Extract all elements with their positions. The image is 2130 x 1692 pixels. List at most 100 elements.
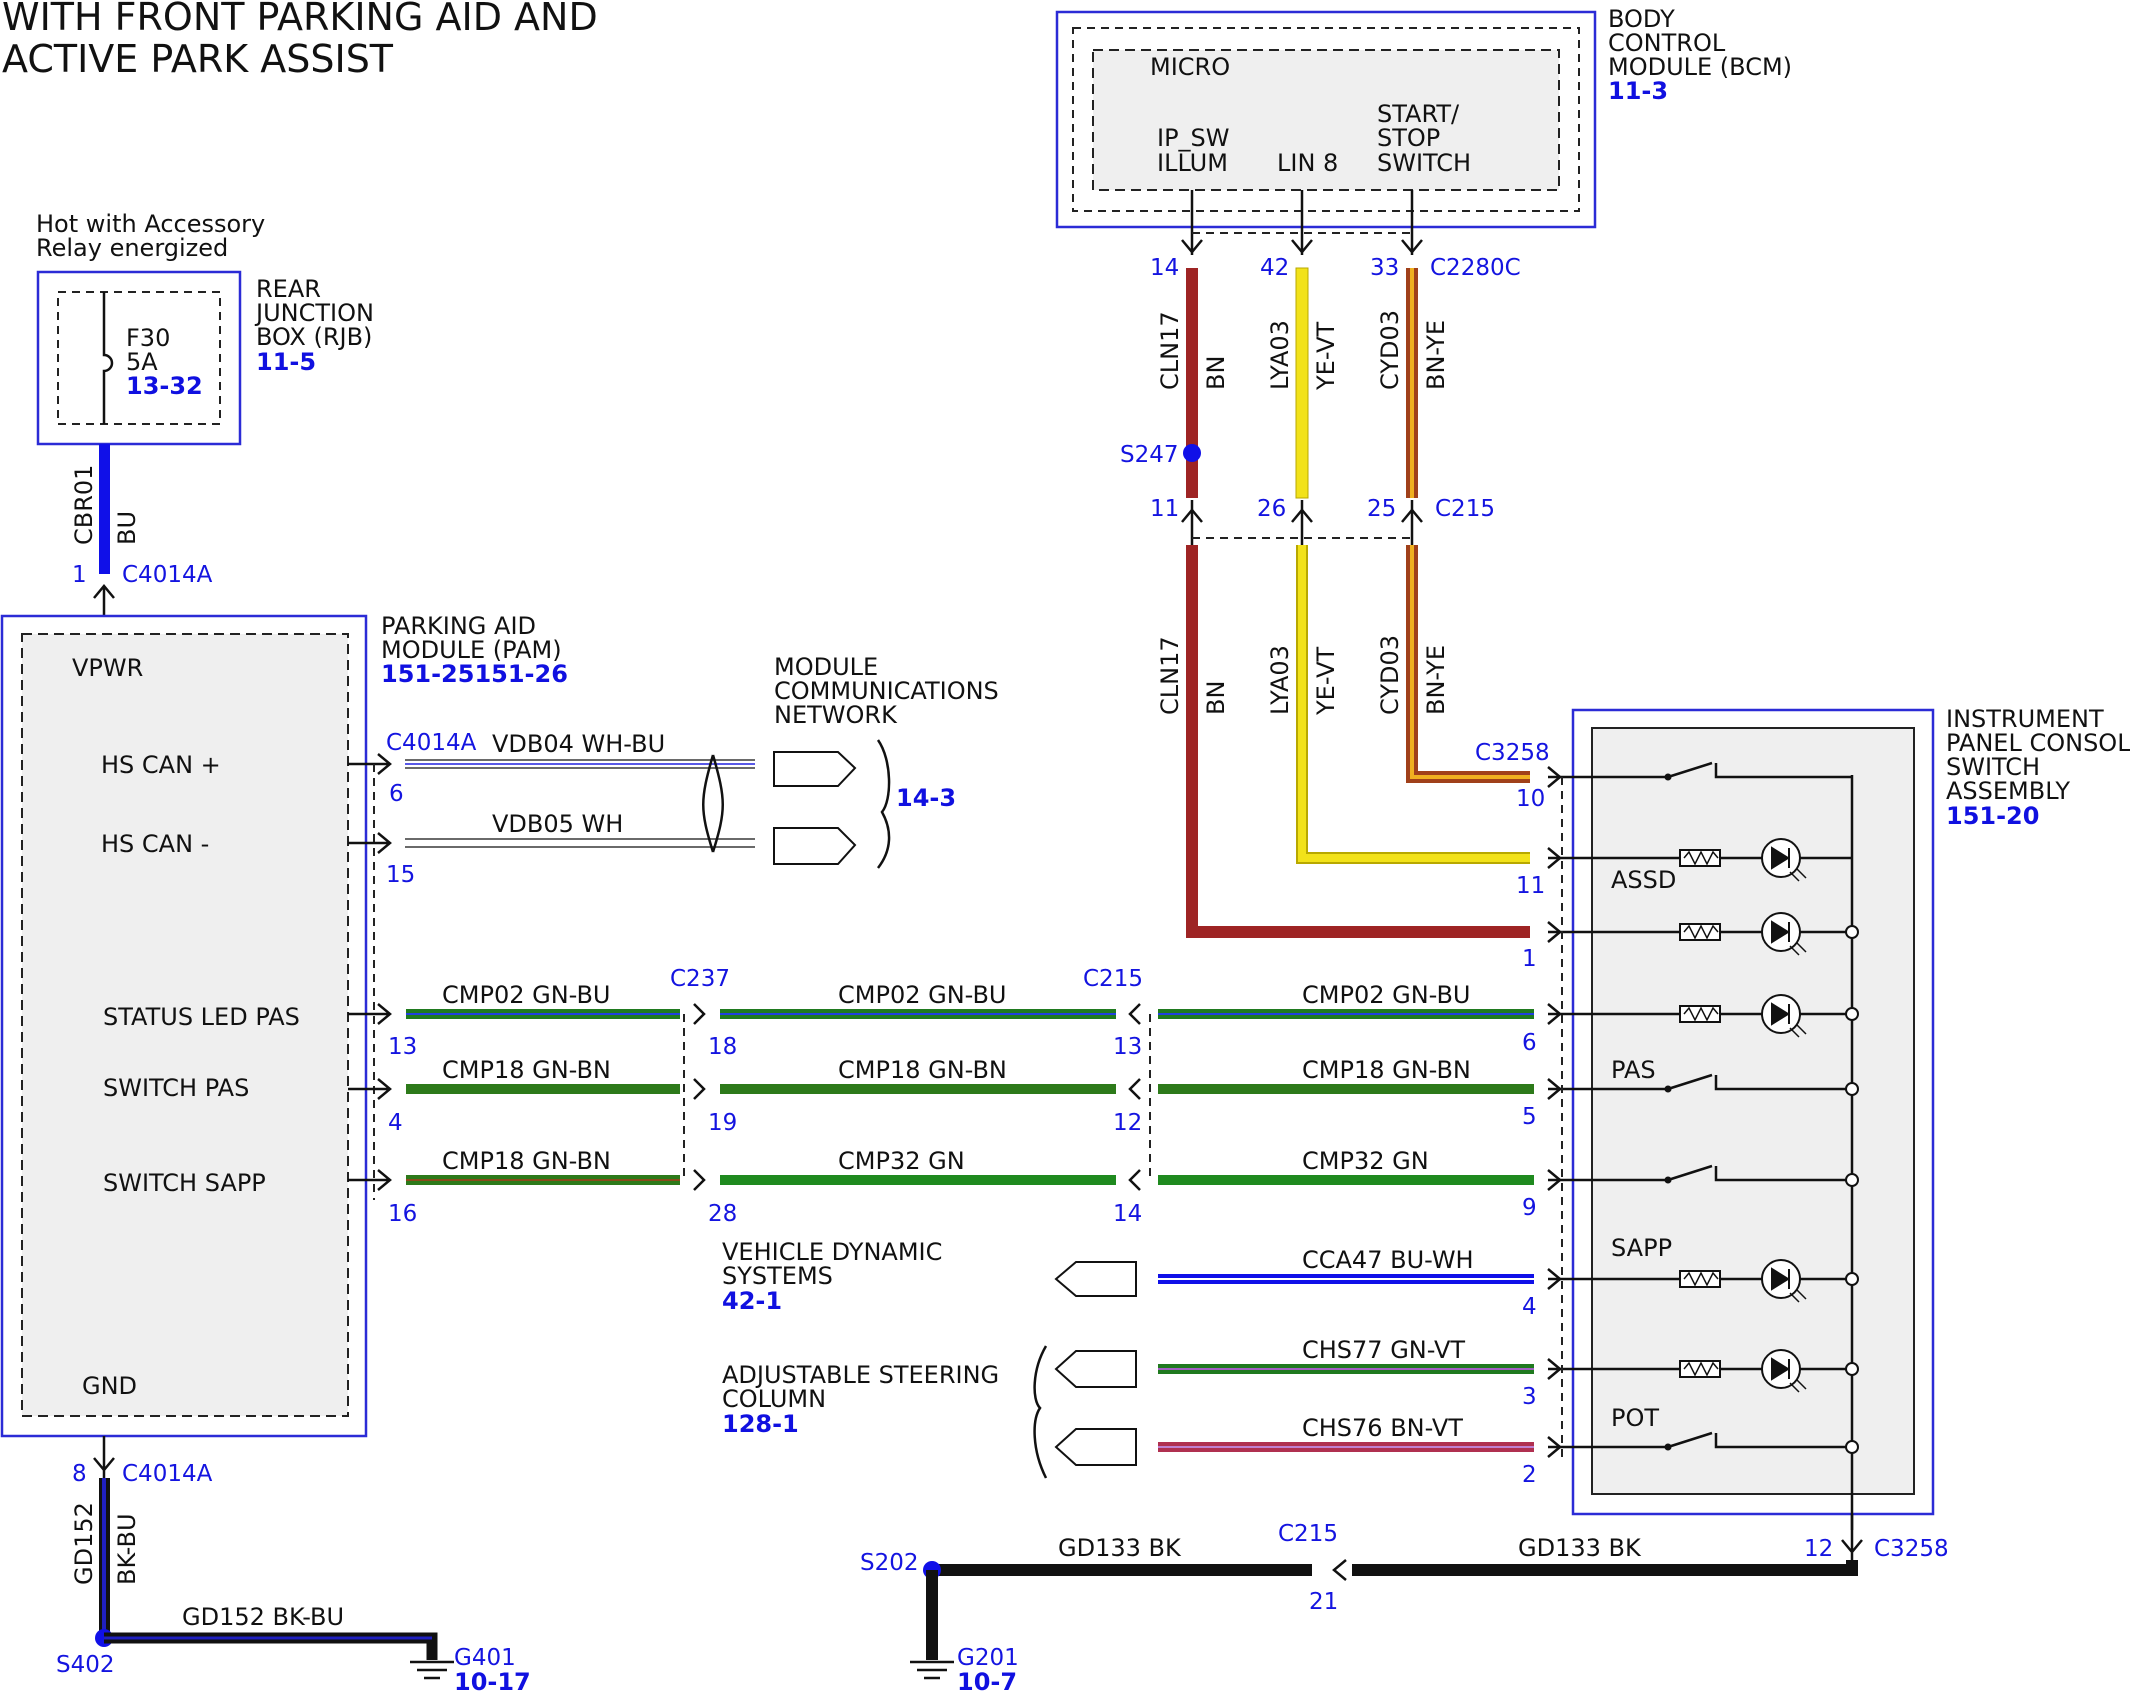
splice-s247-label: S247 [1120,442,1179,468]
vds-connector [1054,1261,1137,1297]
led-diode [1771,920,1790,944]
resistor-zigzag [1683,924,1719,940]
rjb-ref: 11-5 [256,348,316,376]
pin-11: 11 [1150,496,1179,522]
pin-13-pam: 13 [388,1034,417,1060]
pin-33: 33 [1370,255,1399,281]
pin-6-pam: 6 [389,781,404,807]
wire-label-gd133-r: GD133 BK [1518,1534,1642,1562]
switch-icon [1548,1073,1852,1091]
wire-label-cmp32-m: CMP32 GN [838,1147,965,1175]
led-diode [1771,1357,1790,1381]
led-light-rays [1789,868,1807,882]
bcm-pin-stop: STOP [1377,124,1440,152]
wire-lya03-top [1295,267,1309,499]
ipc-pin-arrow [1547,1169,1561,1191]
conn-c215-top: C215 [1435,496,1495,522]
switch-icon [1548,761,1852,779]
wire-cln17-top [1186,268,1198,498]
pam-switch-sapp: SWITCH SAPP [103,1169,266,1197]
conn-c4014a-can: C4014A [386,730,477,756]
wire-label-cln17-b: CLN17 [1156,636,1184,715]
wire-label-chs77: CHS77 GN-VT [1302,1336,1465,1364]
pin-42: 42 [1260,255,1289,281]
bcm-module: MICRO IP_SW ILLUM LIN 8 START/ STOP SWIT… [1055,10,1597,229]
pin-12-c3258: 12 [1804,1536,1833,1562]
wire-label-cbr01: CBR01 [70,465,98,545]
ipc-bus-node [1845,1007,1859,1021]
resistor-zigzag [1683,1271,1719,1287]
wire-label-bnye: BN-YE [1422,320,1450,390]
ipc-pin-arrow [1547,1078,1561,1100]
conn-c2280c: C2280C [1430,255,1521,281]
pam-status-led: STATUS LED PAS [103,1003,300,1031]
wire-label-gd133-l: GD133 BK [1058,1534,1182,1562]
ground-g201-ref: 10-7 [957,1668,1017,1692]
wire-cbr01 [99,444,110,574]
ground-g401-ref: 10-17 [454,1668,531,1692]
wire-label-cmp02-l: CMP02 GN-BU [442,981,611,1009]
mcn-ref: 14-3 [896,784,956,812]
bcm-pin-start: START/ [1377,100,1460,128]
wire-label-cmp32-r: CMP32 GN [1302,1147,1429,1175]
pam-vpwr: VPWR [72,654,143,682]
resistor-zigzag [1683,1006,1719,1022]
ipc-pin-arrow [1547,766,1561,788]
wire-cmp32-right [1158,1175,1534,1185]
wire-label-bn: BN [1202,356,1230,390]
ipc-name-2: PANEL CONSOLE [1946,729,2130,757]
bcm-pin-ipsw: IP_SW [1157,124,1230,152]
wire-label-cmp18-r: CMP18 GN-BN [1302,1056,1471,1084]
wire-cln17-bottom [1186,545,1530,938]
bcm-name-2: CONTROL [1608,29,1726,57]
mcn-connector-1 [773,751,857,787]
wire-cmp18-mid [720,1084,1116,1094]
asc-name-2: COLUMN [722,1385,826,1413]
wire-label-lya03-b: LYA03 [1266,645,1294,715]
rjb-name-1: REAR [256,275,321,303]
pin-25: 25 [1367,496,1396,522]
pin-19: 19 [708,1110,737,1136]
pin-28: 28 [708,1201,737,1227]
pin-10-ipc: 10 [1516,786,1545,812]
ground-icon-g401 [410,1660,454,1680]
ipc-pin-arrow [1547,1268,1561,1290]
led-diode [1771,1002,1790,1026]
wire-label-cca47: CCA47 BU-WH [1302,1246,1474,1274]
ipc-name-3: SWITCH [1946,753,2040,781]
bcm-name-3: MODULE (BCM) [1608,53,1792,81]
conn-c3258-top: C3258 [1475,740,1550,766]
wire-label-lya03: LYA03 [1266,320,1294,390]
ipc-bus-node [1845,1082,1859,1096]
pin-6-ipc: 6 [1522,1030,1537,1056]
pin-11-ipc: 11 [1516,873,1545,899]
pam-hscan-plus: HS CAN + [101,751,221,779]
title-line-1: WITH FRONT PARKING AID AND [2,0,598,39]
wire-label-cyd03: CYD03 [1376,310,1404,390]
pin-18: 18 [708,1034,737,1060]
pin-9-ipc: 9 [1522,1195,1537,1221]
conn-c215-bottom: C215 [1278,1521,1338,1547]
wire-cmp32-mid [720,1175,1116,1185]
pin-21: 21 [1309,1589,1338,1615]
pam-hscan-minus: HS CAN - [101,830,209,858]
ground-g401: G401 [454,1645,516,1671]
bcm-pin-lin8: LIN 8 [1277,149,1338,177]
led-light-rays [1789,1289,1807,1303]
pin-5-ipc: 5 [1522,1104,1537,1130]
mcn-name-1: MODULE [774,653,878,681]
conn-c3258-bottom: C3258 [1874,1536,1949,1562]
bcm-pin-switch: SWITCH [1377,149,1471,177]
pin-1-ipc: 1 [1522,946,1537,972]
pin-16-pam: 16 [388,1201,417,1227]
pam-ref: 151-25151-26 [381,660,568,688]
pin-2-ipc: 2 [1522,1462,1537,1488]
ipc-pas-label: PAS [1611,1056,1656,1084]
bcm-micro-label: MICRO [1150,53,1230,81]
pin-13-c215: 13 [1113,1034,1142,1060]
rjb-amps: 5A [126,348,158,376]
conn-c4014a-bottom: C4014A [122,1461,213,1487]
rjb-box: F30 5A 13-32 [36,270,242,446]
wire-label-gd152: GD152 [70,1502,98,1585]
